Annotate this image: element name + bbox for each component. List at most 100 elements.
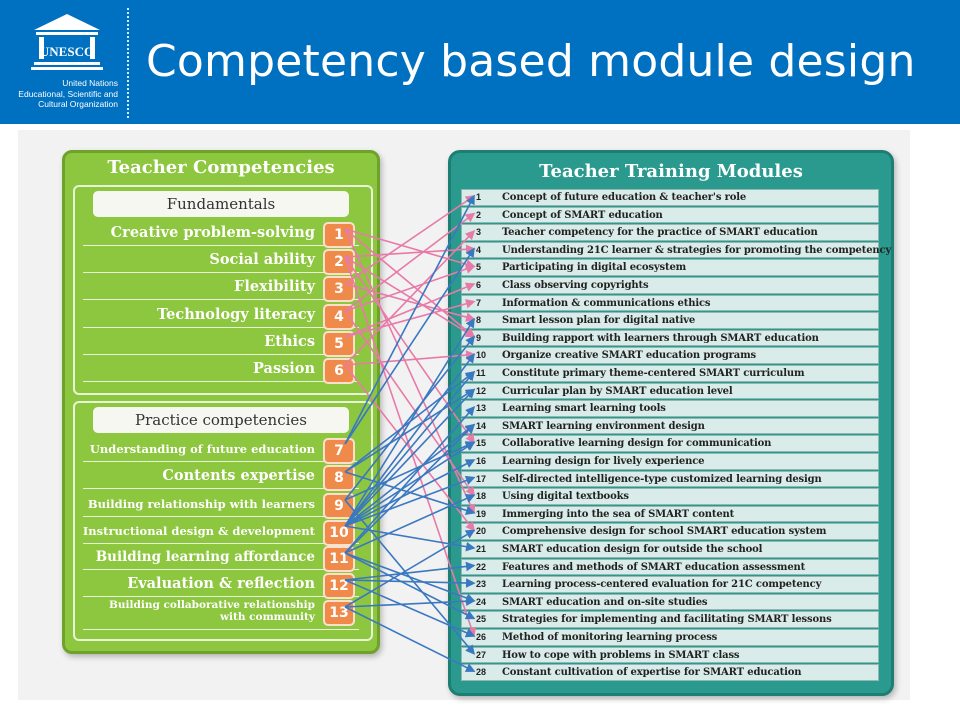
unesco-logo-letters: UNESCO (40, 44, 94, 59)
competency-row: Understanding of future education 7 (83, 437, 359, 464)
header-bar: UNESCO United Nations Educational, Scien… (0, 0, 960, 124)
module-row: 21 SMART education design for outside the… (461, 541, 879, 558)
module-number: 21 (476, 544, 487, 554)
competency-row: Evaluation & reflection 12 (83, 572, 359, 599)
module-label: Participating in digital ecosystem (502, 262, 687, 274)
competency-label: Building collaborative relationship with… (109, 599, 315, 623)
module-label: Organize creative SMART education progra… (502, 350, 757, 362)
module-number: 13 (476, 403, 487, 414)
module-row: 5 Participating in digital ecosystem (461, 259, 879, 276)
competency-number: 7 (323, 438, 355, 464)
module-label: Self-directed intelligence-type customiz… (502, 473, 822, 485)
module-label: Comprehensive design for school SMART ed… (502, 526, 827, 538)
page-title: Competency based module design (146, 36, 916, 87)
competency-label: Evaluation & reflection (127, 575, 315, 592)
practice-heading: Practice competencies (93, 407, 349, 433)
module-number: 1 (476, 192, 482, 202)
module-label: How to cope with problems in SMART class (502, 649, 740, 661)
competency-label: Social ability (209, 251, 315, 268)
competency-row: Instructional design & development 10 (83, 519, 359, 546)
module-number: 12 (476, 385, 487, 396)
competency-row: Flexibility 3 (83, 275, 359, 302)
module-number: 5 (476, 262, 482, 273)
competency-row: Building relationship with learners 9 (83, 492, 359, 519)
module-number: 24 (476, 596, 487, 607)
competency-row: Social ability 2 (83, 248, 359, 275)
header-divider (127, 8, 129, 118)
module-label: Collaborative learning design for commun… (502, 438, 772, 450)
module-number: 26 (476, 632, 487, 642)
module-label: Class observing copyrights (502, 280, 649, 291)
module-row: 1 Concept of future education & teacher's… (461, 189, 879, 206)
competency-row: Passion 6 (83, 357, 359, 384)
module-number: 2 (476, 209, 482, 220)
module-label: SMART education design for outside the s… (502, 544, 763, 555)
module-row: 28 Constant cultivation of expertise for … (461, 664, 879, 681)
competency-row: Ethics 5 (83, 330, 359, 357)
competency-number: 6 (323, 358, 355, 384)
module-label: Concept of future education & teacher's … (502, 192, 747, 203)
module-number: 18 (476, 491, 487, 502)
module-label: Strategies for implementing and facilita… (502, 614, 832, 626)
module-number: 9 (476, 332, 482, 343)
fundamentals-heading: Fundamentals (93, 191, 349, 217)
module-number: 25 (476, 614, 487, 625)
module-number: 14 (476, 420, 487, 431)
practice-group: Practice competencies Understanding of f… (73, 401, 373, 641)
module-row: 14 SMART learning environment design (461, 417, 879, 435)
module-label: Method of monitoring learning process (502, 632, 718, 643)
module-label: Constitute primary theme-centered SMART … (502, 368, 805, 379)
competency-number: 8 (323, 465, 355, 491)
module-number: 27 (476, 649, 487, 660)
org-line-1: United Nations (62, 78, 118, 88)
competency-row: Building learning affordance 11 (83, 545, 359, 572)
org-line-2: Educational, Scientific and (18, 88, 118, 99)
module-row: 26 Method of monitoring learning process (461, 629, 879, 646)
competency-label: Understanding of future education (89, 442, 315, 456)
module-number: 19 (476, 508, 487, 519)
module-row: 8 Smart lesson plan for digital native (461, 312, 879, 329)
module-number: 22 (476, 561, 487, 572)
unesco-logo: UNESCO United Nations Educational, Scien… (0, 0, 130, 124)
module-row: 25 Strategies for implementing and facili… (461, 611, 879, 628)
unesco-temple-icon: UNESCO (31, 14, 103, 70)
module-number: 23 (476, 579, 487, 590)
competency-row: Building collaborative relationship with… (83, 599, 359, 630)
competency-row: Technology literacy 4 (83, 303, 359, 330)
module-row: 15 Collaborative learning design for comm… (461, 435, 879, 452)
module-number: 28 (476, 667, 487, 678)
module-number: 3 (476, 227, 482, 238)
module-label: Features and methods of SMART education … (502, 561, 806, 573)
competency-number: 13 (323, 600, 355, 626)
module-label: Information & communications ethics (502, 297, 711, 309)
module-number: 15 (476, 438, 487, 449)
module-label: SMART learning environment design (502, 420, 705, 432)
competency-label: Creative problem-solving (110, 224, 315, 241)
module-number: 4 (476, 244, 482, 255)
competency-label: Ethics (264, 333, 315, 350)
module-row: 27 How to cope with problems in SMART cla… (461, 646, 879, 664)
module-row: 20 Comprehensive design for school SMART … (461, 523, 879, 540)
competency-number: 2 (323, 249, 355, 275)
module-label: Smart lesson plan for digital native (502, 315, 696, 327)
module-row: 22 Features and methods of SMART educatio… (461, 558, 879, 576)
competencies-title: Teacher Competencies (107, 157, 335, 178)
competency-row: Contents expertise 8 (83, 464, 359, 491)
module-number: 6 (476, 280, 482, 290)
module-number: 8 (476, 315, 482, 326)
module-label: Constant cultivation of expertise for SM… (502, 667, 802, 679)
module-label: Learning design for lively experience (502, 456, 705, 467)
module-number: 20 (476, 526, 487, 537)
